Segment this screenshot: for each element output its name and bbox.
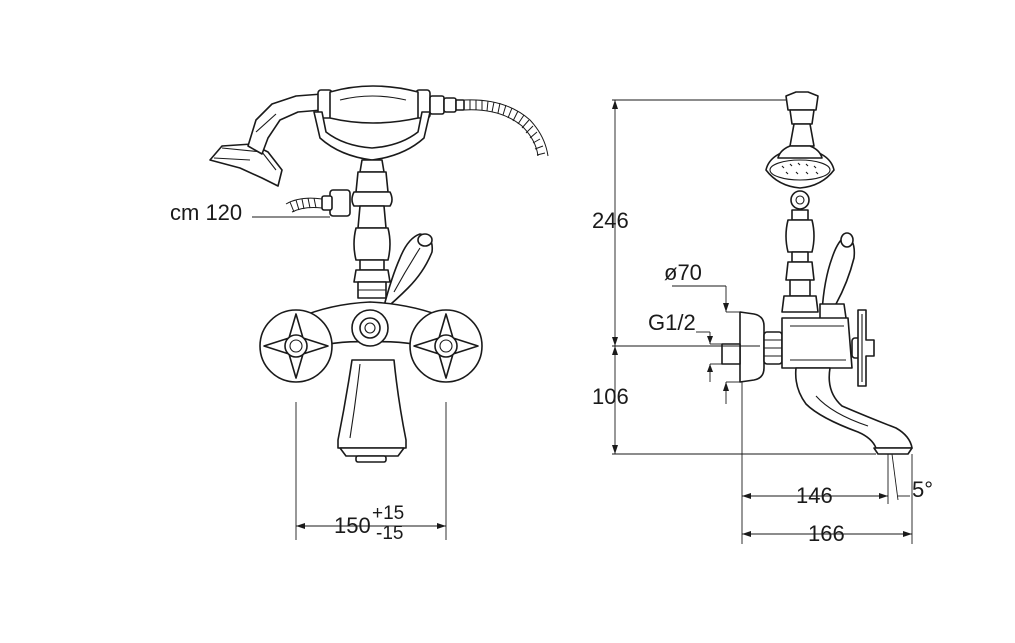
connection-thread-label: G1/2 xyxy=(648,310,696,335)
side-column xyxy=(781,190,819,313)
spout-height-label: 106 xyxy=(592,384,629,409)
mixer-body xyxy=(297,301,447,353)
side-cross-handle xyxy=(851,309,875,387)
side-view: 246 106 ø70 G1 xyxy=(592,91,933,546)
front-view: cm 120 150 +15 -15 xyxy=(170,85,549,544)
shower-cradle xyxy=(313,85,465,161)
side-shower-head xyxy=(765,145,835,189)
side-diverter-lever xyxy=(819,232,856,333)
center-distance-label: 150 xyxy=(334,513,371,538)
total-height-label: 246 xyxy=(592,208,629,233)
left-cross-handle xyxy=(259,309,333,383)
tolerance-minus-label: -15 xyxy=(376,523,403,544)
tolerance-plus-label: +15 xyxy=(372,503,404,524)
connection-thread-dimension xyxy=(696,331,722,382)
diverter-lever xyxy=(383,233,434,311)
hose-connector xyxy=(285,189,351,217)
overall-depth-label: 166 xyxy=(808,521,845,546)
flange-diameter-label: ø70 xyxy=(664,260,702,285)
flange-diameter-dimension xyxy=(672,285,740,404)
total-height-dimension xyxy=(612,99,786,347)
side-spout xyxy=(794,367,913,455)
front-spout xyxy=(337,359,407,463)
hose-length-label: cm 120 xyxy=(170,200,242,225)
side-shower-holder xyxy=(785,91,819,147)
right-cross-handle xyxy=(409,309,483,383)
spout-reach-label: 146 xyxy=(796,483,833,508)
shower-hose-coil xyxy=(463,99,549,157)
spout-reach-dimension xyxy=(742,454,889,504)
center-distance-dimension xyxy=(295,402,447,540)
spout-angle-dimension xyxy=(891,453,910,501)
shower-column xyxy=(351,159,393,299)
spout-height-dimension xyxy=(612,346,876,455)
side-body xyxy=(721,311,853,383)
hand-shower-head xyxy=(209,93,323,187)
spout-angle-label: 5° xyxy=(912,477,933,502)
overall-depth-dimension xyxy=(742,454,913,544)
